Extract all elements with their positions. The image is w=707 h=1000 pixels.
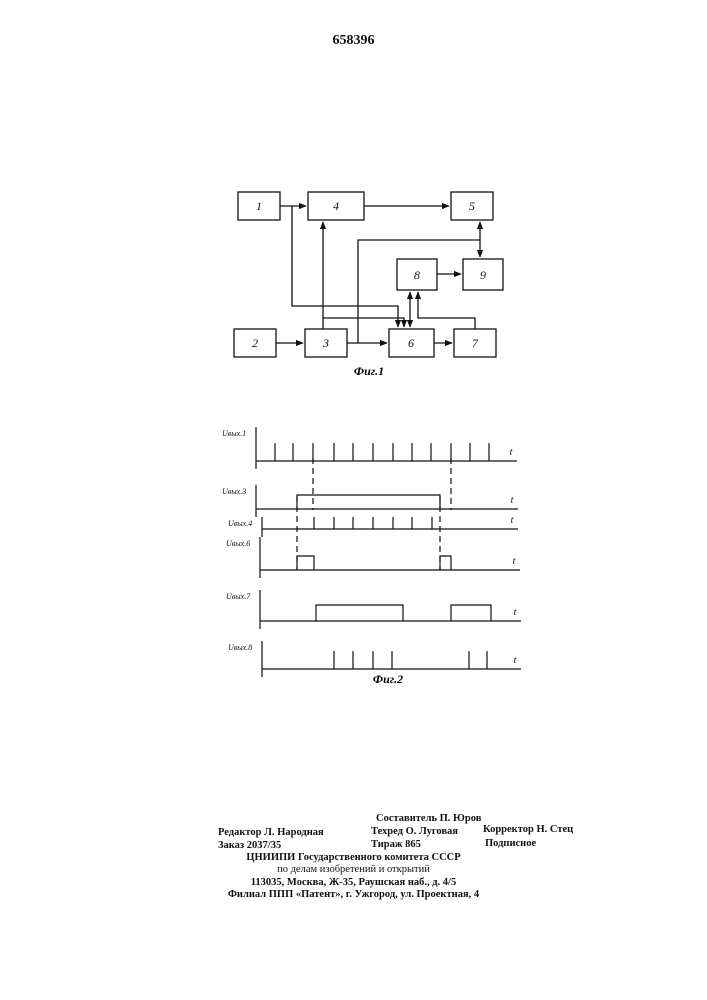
signal-4-t-label: t	[513, 556, 516, 567]
block-2-label: 2	[252, 336, 258, 350]
signal-2-label: Uвых.3	[222, 487, 246, 496]
signal-1-label: Uвых.1	[222, 429, 246, 438]
signal-3-t-label: t	[511, 515, 514, 526]
block-3-label: 3	[322, 336, 329, 350]
signal-2-level-1	[297, 495, 440, 509]
footer-techred: Техред О. Луговая	[371, 826, 458, 837]
signal-3-label: Uвых.4	[228, 519, 252, 528]
signal-2-t-label: t	[511, 495, 514, 506]
signal-5-level-2	[451, 605, 491, 621]
footer-org2: по делам изобретений и открытий	[0, 864, 707, 875]
block-1-label: 1	[256, 199, 262, 213]
signal-4-level-2	[440, 556, 451, 570]
signal-5-t-label: t	[514, 607, 517, 618]
footer-editor: Редактор Л. Народная	[218, 827, 324, 838]
signal-1-t-label: t	[510, 447, 513, 458]
block-8-label: 8	[414, 268, 420, 282]
figure-2-caption: Фиг.2	[373, 672, 403, 686]
footer-org1: ЦНИИПИ Государственного комитета СССР	[0, 852, 707, 863]
signal-6-label: Uвых.8	[228, 643, 252, 652]
signal-5-label: Uвых.7	[226, 592, 251, 601]
footer-corrector: Корректор Н. Стец	[483, 824, 573, 835]
signal-5-level-1	[316, 605, 403, 621]
block-4-label: 4	[333, 199, 339, 213]
figure-1-caption: Фиг.1	[354, 364, 384, 378]
signal-4-level-1	[297, 556, 314, 570]
block-7-label: 7	[472, 336, 479, 350]
signal-6-t-label: t	[514, 655, 517, 666]
figure-2-timing-diagram	[256, 427, 521, 677]
footer-branch: Филиал ППП «Патент», г. Ужгород, ул. Про…	[0, 889, 707, 900]
signal-4-label: Uвых.6	[226, 539, 250, 548]
footer-order: Заказ 2037/35	[218, 840, 281, 851]
footer-address: 113035, Москва, Ж-35, Раушская наб., д. …	[0, 877, 707, 888]
block-9-label: 9	[480, 268, 486, 282]
footer-composer: Составитель П. Юров	[376, 813, 481, 824]
block-6-label: 6	[408, 336, 414, 350]
footer-circulation: Тираж 865	[371, 839, 421, 850]
block-5-label: 5	[469, 199, 475, 213]
footer-subscription: Подписное	[485, 838, 536, 849]
